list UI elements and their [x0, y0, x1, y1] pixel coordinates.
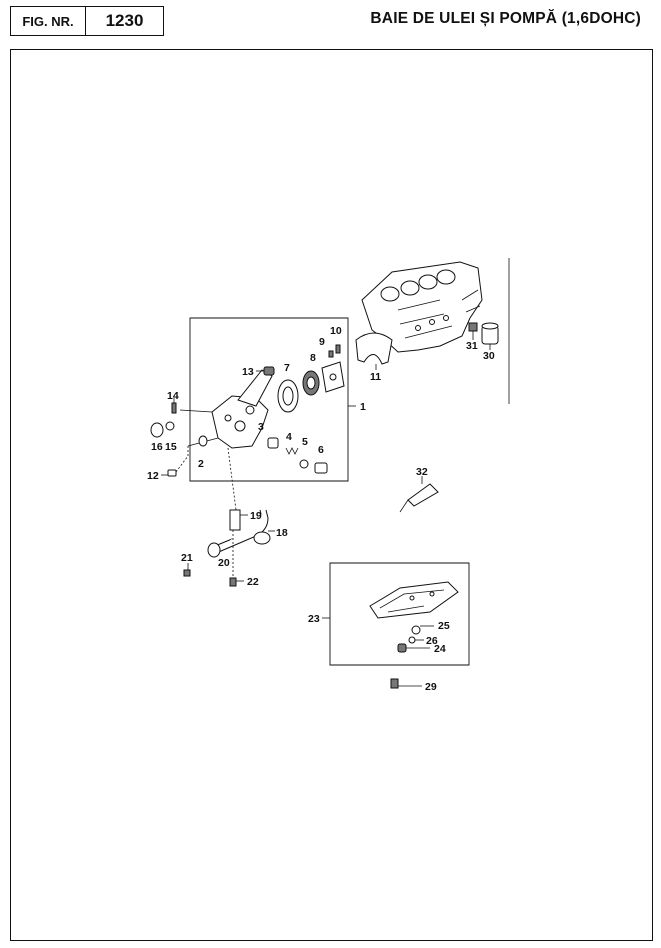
callout-5: 5: [302, 436, 308, 448]
callout-12: 12: [147, 470, 159, 482]
oil-strainer-pipe: [207, 509, 271, 558]
drain-plug-parts: [397, 625, 421, 653]
figure-number-box: FIG. NR. 1230: [10, 6, 164, 36]
cap-13: [263, 366, 275, 376]
pump-gear-8: [302, 370, 320, 396]
plug-16: [150, 422, 164, 438]
pump-cover-plate: [321, 361, 345, 393]
sealant-tube-32: [399, 483, 439, 513]
callout-14: 14: [167, 390, 179, 402]
washer-15: [165, 421, 175, 431]
oil-filter-30: [481, 322, 499, 345]
figure-label: FIG. NR.: [11, 7, 86, 35]
bolt-14: [171, 402, 177, 414]
callout-29: 29: [425, 681, 437, 693]
bolt-9: [328, 350, 334, 358]
callout-10: 10: [330, 325, 342, 337]
callout-31: 31: [466, 340, 478, 352]
callout-15: 15: [165, 441, 177, 453]
callout-30: 30: [483, 350, 495, 362]
screw-10: [335, 344, 341, 354]
diagram-frame: [10, 49, 653, 941]
callout-26: 26: [426, 635, 438, 647]
callout-3: 3: [258, 421, 264, 433]
page-title: BAIE DE ULEI ȘI POMPĂ (1,6DOHC): [370, 10, 641, 27]
callout-1: 1: [360, 401, 366, 413]
callout-4: 4: [286, 431, 292, 443]
washer-2: [198, 435, 208, 447]
callout-6: 6: [318, 444, 324, 456]
seal-retainer-11: [355, 332, 393, 365]
callout-21: 21: [181, 552, 193, 564]
callout-7: 7: [284, 362, 290, 374]
oil-pump-body: [179, 369, 273, 449]
filter-connector-31: [468, 322, 478, 332]
dowel-12: [167, 469, 177, 477]
callout-13: 13: [242, 366, 254, 378]
callout-25: 25: [438, 620, 450, 632]
callout-18: 18: [276, 527, 288, 539]
dashed-line-strainer: [227, 447, 237, 578]
figure-number: 1230: [105, 11, 144, 30]
callout-22: 22: [247, 576, 259, 588]
bolt-29: [390, 678, 399, 689]
callout-23: 23: [308, 613, 320, 625]
callout-24: 24: [434, 643, 446, 655]
dashed-path-12: [175, 446, 189, 473]
callout-2: 2: [198, 458, 204, 470]
pump-group-box: [189, 317, 349, 482]
oil-seal-7: [277, 379, 299, 413]
callout-19: 19: [250, 510, 262, 522]
callout-16: 16: [151, 441, 163, 453]
callout-8: 8: [310, 352, 316, 364]
callout-9: 9: [319, 336, 325, 348]
bolt-22: [229, 577, 237, 587]
oil-pan: [369, 581, 459, 619]
bolt-21: [183, 569, 191, 577]
callout-20: 20: [218, 557, 230, 569]
oil-pan-group-box: [329, 562, 470, 666]
relief-valve-parts: [267, 437, 328, 474]
callout-11: 11: [370, 371, 381, 383]
callout-32: 32: [416, 466, 428, 478]
